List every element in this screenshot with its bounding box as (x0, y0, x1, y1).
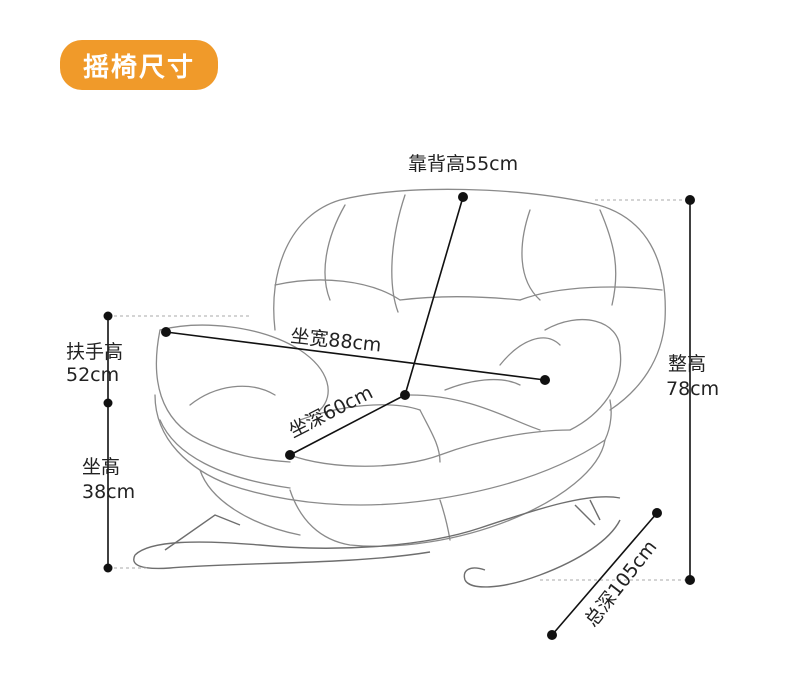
dimension-lines (103, 192, 695, 640)
dimension-labels: 靠背高55cm 坐宽88cm 坐深60cm 扶手高 52cm 坐高 38cm 整… (66, 153, 719, 631)
armrest-height-title: 扶手高 (66, 341, 123, 363)
title-badge: 摇椅尺寸 (60, 40, 218, 90)
seat-height-title: 坐高 (82, 456, 120, 478)
seat-height-value: 38cm (82, 481, 135, 503)
seat-depth-line (289, 394, 406, 456)
extension-lines (108, 199, 690, 581)
back-height-line (404, 196, 464, 396)
total-depth-label: 总深105cm (581, 536, 662, 631)
total-height-title: 整高 (668, 353, 706, 375)
back-height-label: 靠背高55cm (408, 153, 518, 175)
total-depth-line (551, 512, 658, 636)
total-height-value: 78cm (666, 378, 719, 400)
seat-width-line (165, 331, 546, 381)
chair-illustration (133, 188, 666, 588)
armrest-height-value: 52cm (66, 364, 119, 386)
